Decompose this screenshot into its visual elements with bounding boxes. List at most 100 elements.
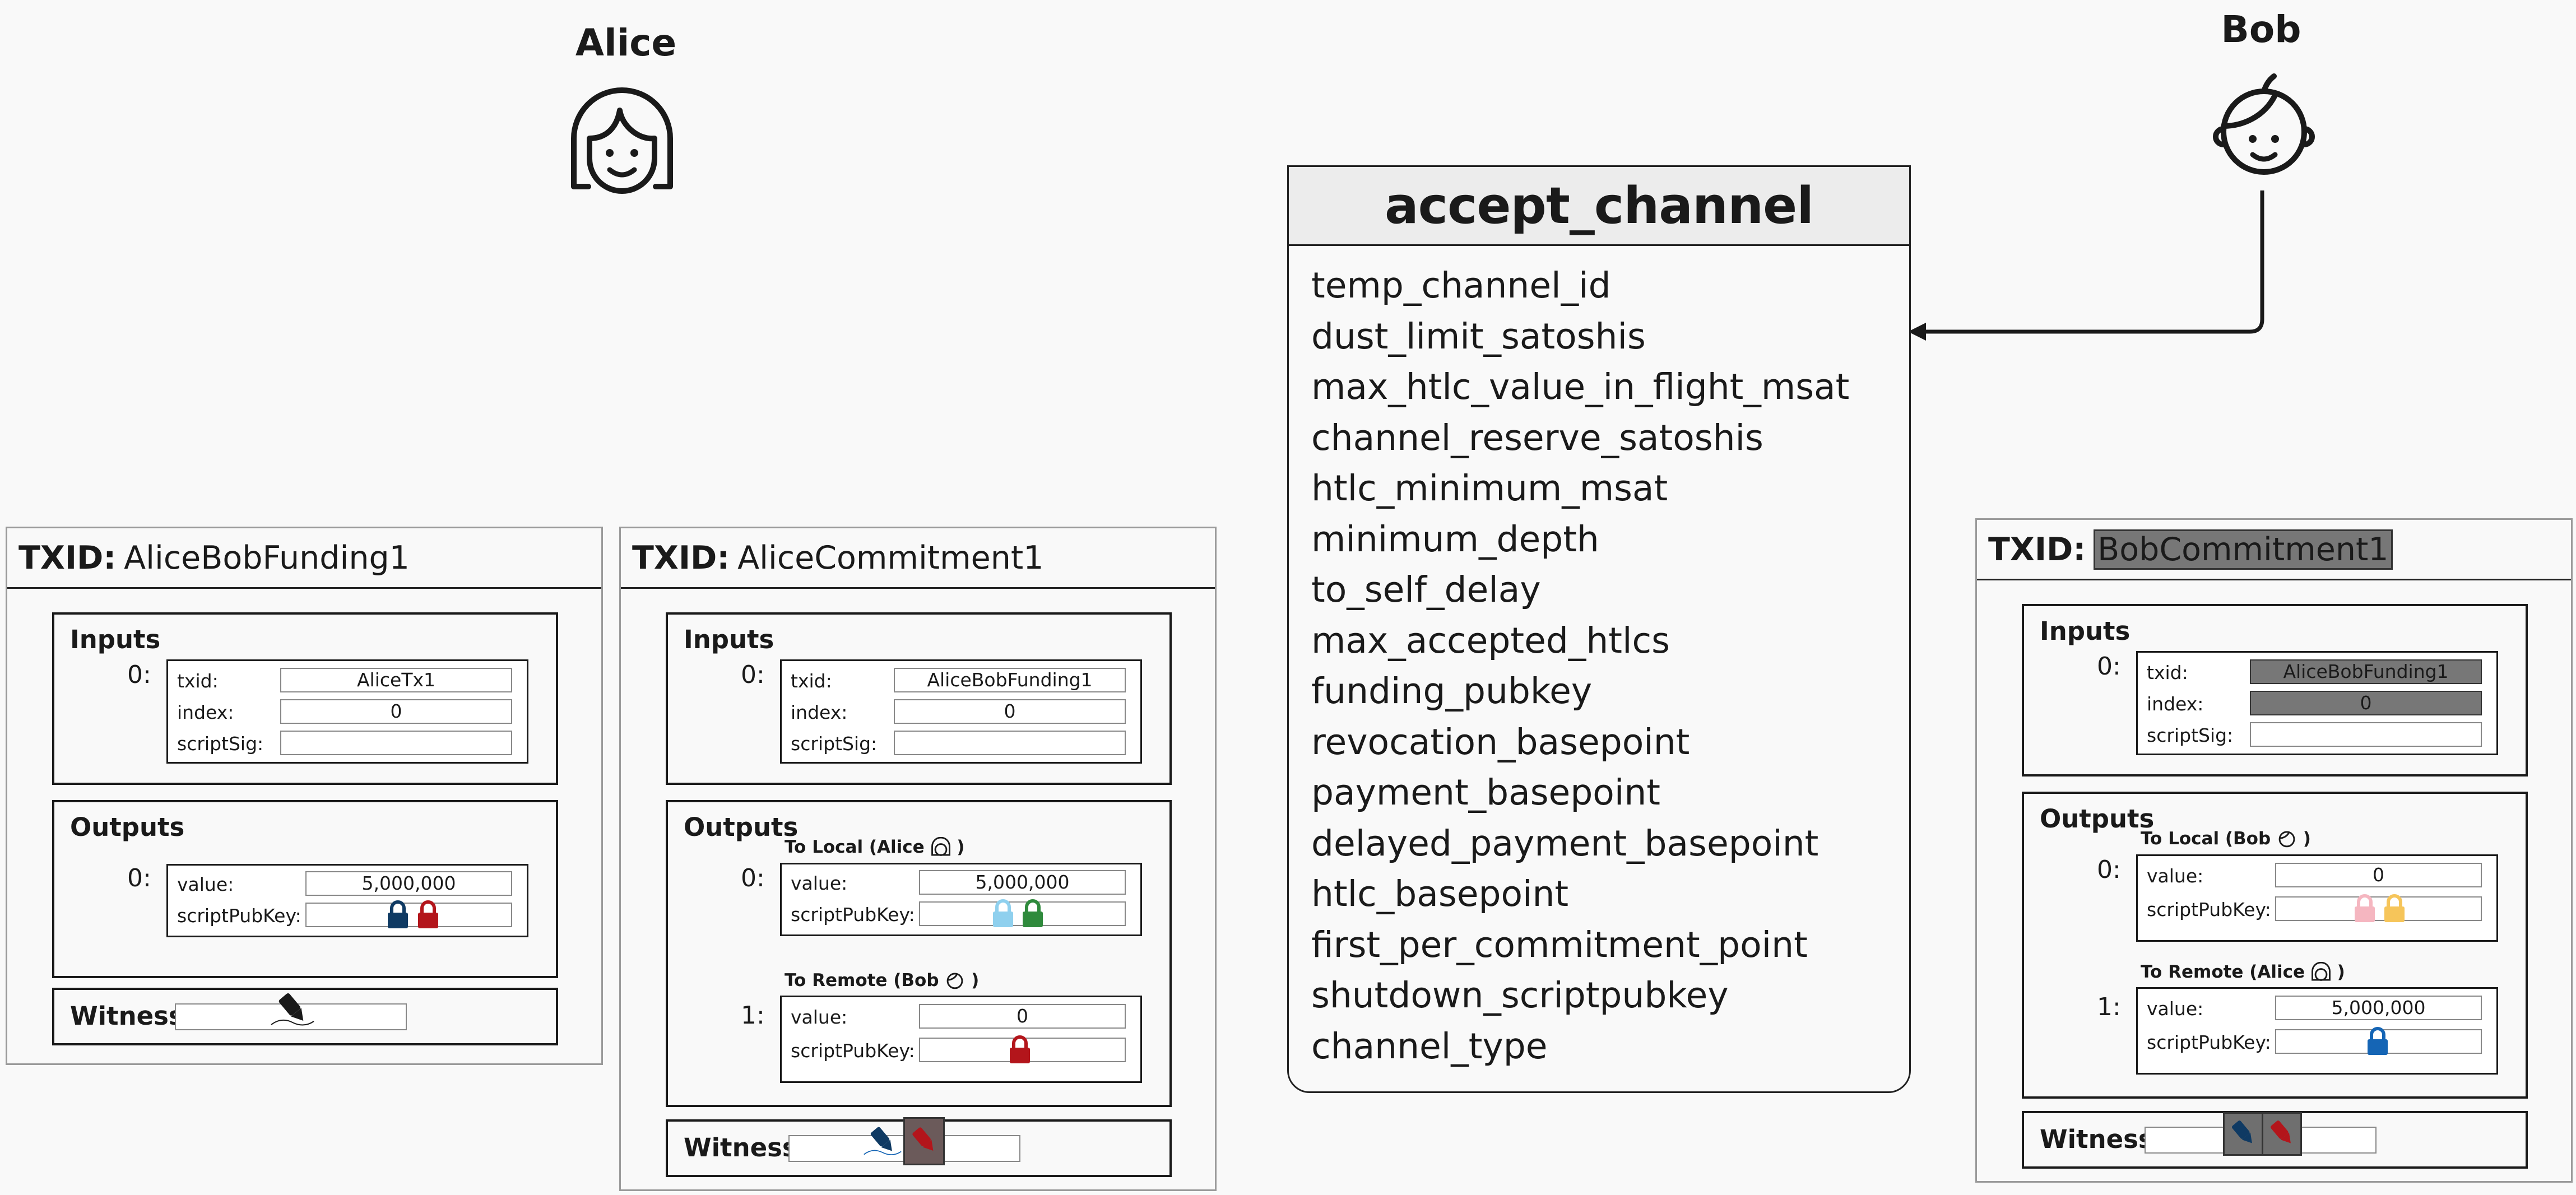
message-field: max_accepted_htlcs — [1311, 620, 1670, 661]
alice-avatar-icon — [571, 87, 673, 194]
txid-field-label: txid: — [2147, 662, 2188, 683]
message-field: delayed_payment_basepoint — [1311, 823, 1819, 864]
message-field: channel_type — [1311, 1026, 1548, 1067]
delayed-lock-icon — [2384, 894, 2405, 922]
value-field-label: value: — [2147, 998, 2204, 1020]
to-local-close: ) — [957, 837, 965, 857]
alice-mini-icon — [931, 836, 950, 856]
txid-value: AliceCommitment1 — [737, 539, 1044, 576]
bob-mini-icon — [946, 973, 963, 989]
input-scriptsig-value[interactable] — [894, 731, 1126, 755]
input-txid-value[interactable]: AliceBobFunding1 — [894, 668, 1126, 692]
to-local-label: To Local (Alice ) — [785, 836, 965, 857]
input-0: txid: AliceBobFunding1 index: 0 scriptSi… — [780, 659, 1142, 764]
output-0: value: 5,000,000 scriptPubKey: — [166, 864, 528, 937]
output-value[interactable]: 5,000,000 — [2275, 996, 2482, 1020]
bob-mini-icon — [2278, 831, 2295, 848]
message-field: to_self_delay — [1311, 569, 1541, 610]
bob-lock-icon — [418, 900, 438, 928]
delayed-lock-icon — [1023, 899, 1043, 927]
output-value[interactable]: 0 — [2275, 863, 2482, 887]
to-local-label: To Local (Bob ) — [2141, 829, 2311, 849]
to-remote-close: ) — [971, 970, 980, 991]
scriptpubkey-field-label: scriptPubKey: — [791, 1040, 915, 1062]
bob-avatar-icon — [2213, 73, 2315, 175]
tx-header: TXID: BobCommitment1 — [1977, 520, 2571, 580]
to-remote-label: To Remote (Bob ) — [785, 970, 979, 991]
scriptsig-field-label: scriptSig: — [791, 733, 878, 755]
witness-title: Witness — [70, 1001, 184, 1031]
tx-header: TXID: AliceCommitment1 — [621, 528, 1215, 589]
output-index: 1: — [741, 1001, 765, 1030]
output-0: value: 0 scriptPubKey: — [2136, 854, 2498, 942]
outputs-title: Outputs — [2040, 804, 2155, 834]
input-0: txid: AliceBobFunding1 index: 0 scriptSi… — [2136, 651, 2498, 755]
value-field-label: value: — [791, 1006, 848, 1028]
accept-channel-message: accept_channel temp_channel_id dust_limi… — [1287, 165, 1911, 1093]
output-scriptpubkey-value[interactable] — [919, 901, 1126, 926]
input-scriptsig-value[interactable] — [280, 731, 512, 755]
output-scriptpubkey-value[interactable] — [2275, 896, 2482, 921]
actor-alice-name: Alice — [575, 21, 677, 64]
outputs-title: Outputs — [70, 812, 185, 842]
index-field-label: index: — [177, 701, 234, 723]
witness-section: Witness — [52, 988, 558, 1045]
inputs-title: Inputs — [2040, 616, 2131, 646]
scriptpubkey-field-label: scriptPubKey: — [2147, 899, 2271, 920]
input-scriptsig-value[interactable] — [2250, 722, 2482, 747]
bob-signature-slot — [903, 1117, 945, 1165]
to-remote-label: To Remote (Alice ) — [2141, 961, 2345, 982]
input-txid-value[interactable]: AliceBobFunding1 — [2250, 659, 2482, 684]
input-txid-value[interactable]: AliceTx1 — [280, 668, 512, 692]
message-field: payment_basepoint — [1311, 772, 1660, 813]
txid-field-label: txid: — [177, 670, 219, 692]
output-1: value: 5,000,000 scriptPubKey: — [2136, 987, 2498, 1075]
witness-title: Witness — [2040, 1124, 2153, 1154]
index-field-label: index: — [2147, 693, 2204, 715]
alice-commitment-tx-panel: TXID: AliceCommitment1 Inputs 0: txid: A… — [619, 527, 1217, 1191]
witness-section: Witness — [666, 1117, 1172, 1177]
input-index-value[interactable]: 0 — [280, 699, 512, 724]
inputs-section: Inputs 0: txid: AliceTx1 index: 0 script… — [52, 612, 558, 785]
output-1: value: 0 scriptPubKey: — [780, 996, 1142, 1083]
output-value[interactable]: 5,000,000 — [919, 870, 1126, 895]
input-index-value[interactable]: 0 — [2250, 691, 2482, 715]
bob-lock-icon — [1010, 1035, 1030, 1063]
funding-tx-panel: TXID: AliceBobFunding1 Inputs 0: txid: A… — [6, 527, 603, 1065]
scriptpubkey-field-label: scriptPubKey: — [177, 905, 301, 927]
alice-signature-icon — [864, 1127, 902, 1155]
to-remote-text: To Remote (Alice — [2141, 962, 2305, 982]
message-field: dust_limit_satoshis — [1311, 316, 1646, 357]
message-field: revocation_basepoint — [1311, 722, 1690, 762]
scriptpubkey-field-label: scriptPubKey: — [791, 904, 915, 926]
inputs-section: Inputs 0: txid: AliceBobFunding1 index: … — [2022, 604, 2528, 776]
input-index: 0: — [2097, 652, 2121, 681]
value-field-label: value: — [2147, 865, 2204, 887]
message-field: htlc_basepoint — [1311, 873, 1569, 914]
output-index: 0: — [127, 864, 151, 892]
txid-label: TXID: — [632, 539, 730, 576]
output-scriptpubkey-value[interactable] — [305, 903, 512, 927]
tx-header: TXID: AliceBobFunding1 — [7, 528, 601, 589]
alice-signature-icon — [2231, 1120, 2252, 1143]
txid-value: AliceBobFunding1 — [124, 539, 410, 576]
message-field: funding_pubkey — [1311, 671, 1593, 712]
inputs-title: Inputs — [70, 625, 161, 654]
output-value[interactable]: 0 — [919, 1004, 1126, 1029]
bob-signature-icon — [2270, 1120, 2291, 1143]
message-title: accept_channel — [1289, 167, 1909, 246]
alice-mini-icon — [2311, 961, 2331, 981]
outputs-section: Outputs 0: value: 5,000,000 scriptPubKey… — [52, 800, 558, 978]
scriptpubkey-field-label: scriptPubKey: — [2147, 1031, 2271, 1053]
input-index-value[interactable]: 0 — [894, 699, 1126, 724]
scriptsig-field-label: scriptSig: — [177, 733, 264, 755]
witness-title: Witness — [684, 1133, 797, 1163]
scriptsig-field-label: scriptSig: — [2147, 724, 2234, 746]
alice-lock-icon — [2368, 1027, 2388, 1055]
input-index: 0: — [741, 661, 765, 689]
signature-pen-icon — [271, 993, 314, 1026]
output-0: value: 5,000,000 scriptPubKey: — [780, 863, 1142, 936]
inputs-title: Inputs — [684, 625, 774, 654]
message-field: channel_reserve_satoshis — [1311, 417, 1763, 458]
output-value[interactable]: 5,000,000 — [305, 871, 512, 896]
